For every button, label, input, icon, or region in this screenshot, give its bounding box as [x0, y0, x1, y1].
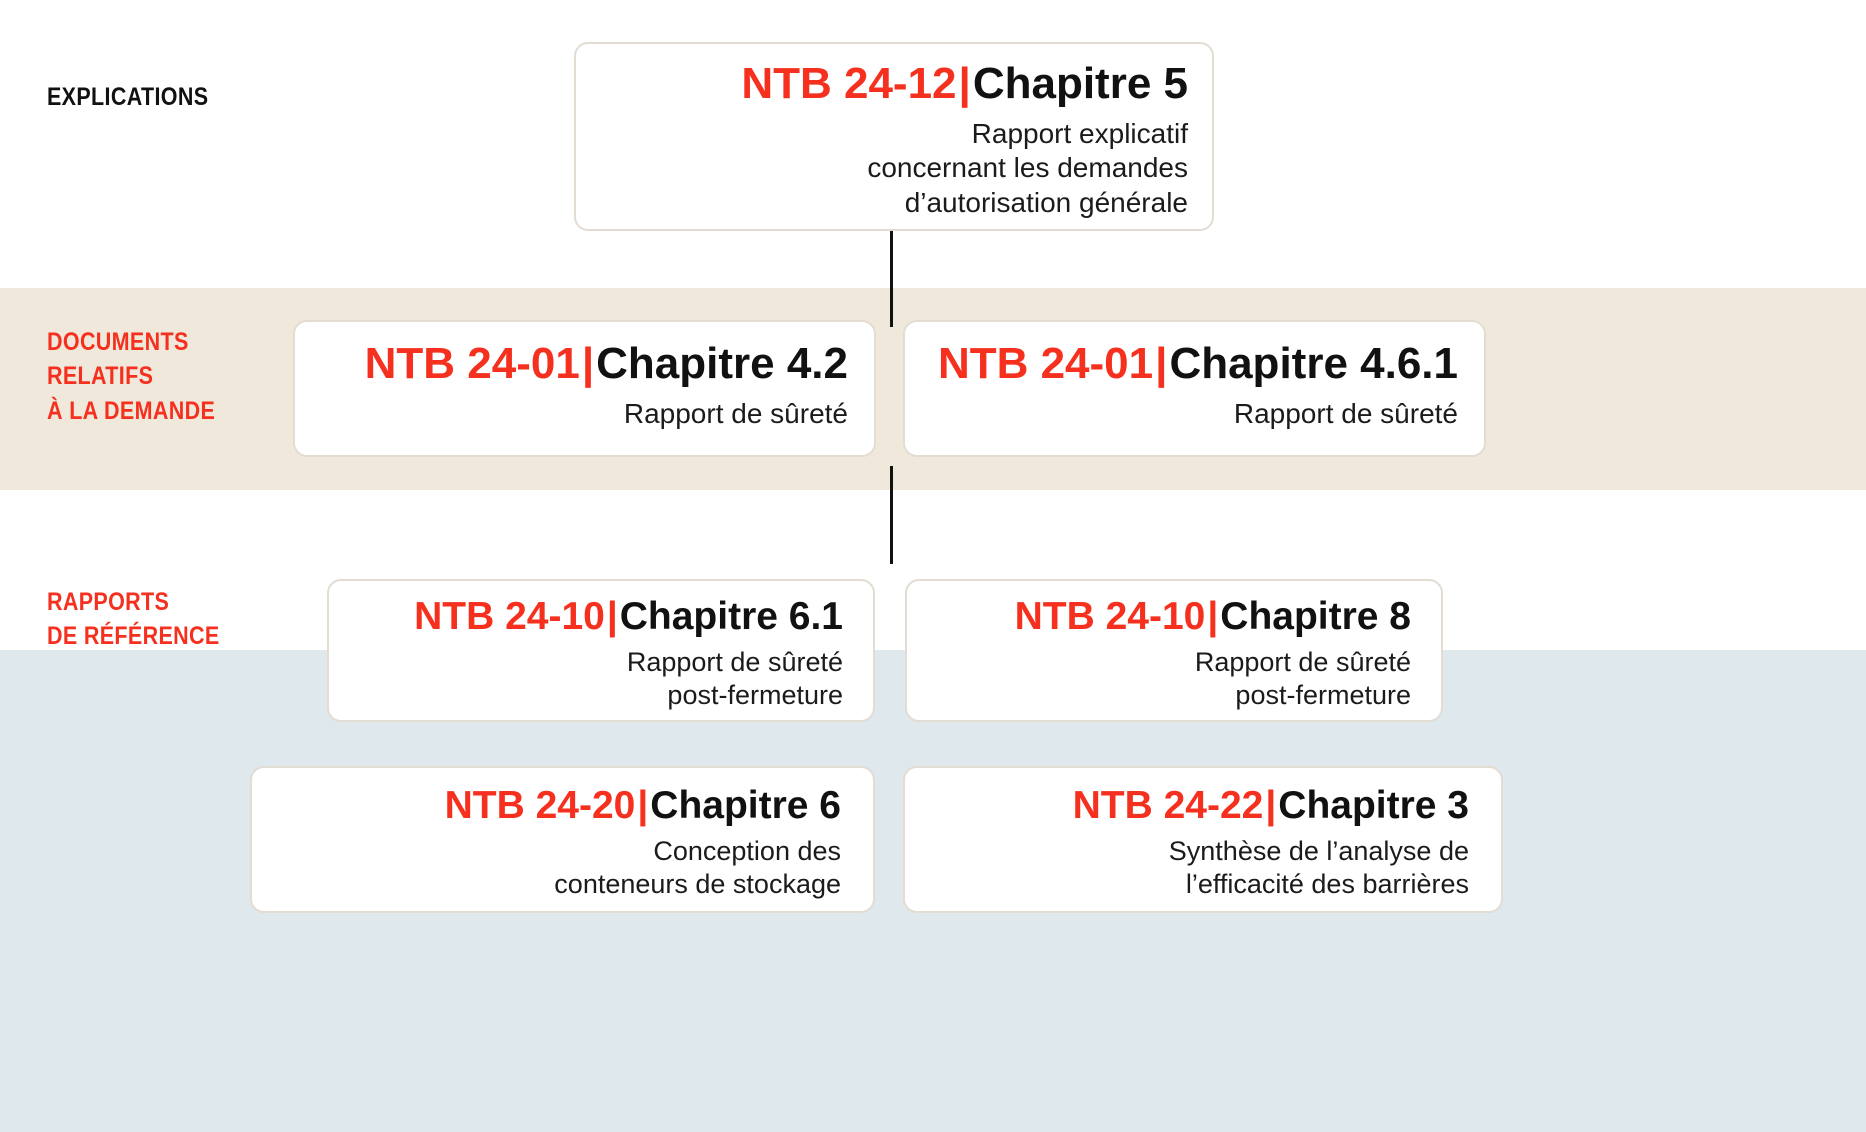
card-separator: |	[637, 784, 649, 827]
document-card-ntb-24-10-chapitre-8[interactable]: NTB 24-10|Chapitre 8 Rapport de sûreté p…	[905, 579, 1443, 722]
card-title: NTB 24-01|Chapitre 4.2	[364, 339, 848, 388]
card-separator: |	[1207, 595, 1219, 638]
card-content: NTB 24-01|Chapitre 4.6.1 Rapport de sûre…	[937, 339, 1458, 431]
section-label-line: RAPPORTS	[47, 588, 170, 616]
card-title: NTB 24-12|Chapitre 5	[741, 59, 1188, 108]
section-label-documents-relatifs: DOCUMENTS RELATIFS À LA DEMANDE	[47, 325, 215, 428]
card-subtitle: Rapport de sûreté post-fermeture	[626, 646, 843, 710]
card-subtitle: Synthèse de l’analyse de l’efficacité de…	[1168, 835, 1469, 899]
section-label-explications: EXPLICATIONS	[47, 80, 208, 114]
card-code: NTB 24-01	[937, 339, 1154, 388]
section-label-line: DOCUMENTS	[47, 328, 189, 356]
card-subtitle: Rapport de sûreté post-fermeture	[1194, 646, 1411, 710]
card-content: NTB 24-20|Chapitre 6 Conception des cont…	[444, 784, 841, 901]
card-code: NTB 24-12	[741, 59, 957, 108]
card-chapter: Chapitre 8	[1220, 595, 1411, 638]
section-label-rapports-de-reference: RAPPORTS DE RÉFÉRENCE	[47, 585, 220, 654]
card-chapter: Chapitre 5	[972, 59, 1188, 108]
connector-line-top	[890, 231, 893, 327]
card-subtitle: Rapport de sûreté	[1233, 398, 1458, 430]
card-title: NTB 24-01|Chapitre 4.6.1	[937, 339, 1458, 388]
document-card-ntb-24-22-chapitre-3[interactable]: NTB 24-22|Chapitre 3 Synthèse de l’analy…	[903, 766, 1503, 913]
section-label-line: EXPLICATIONS	[47, 83, 209, 111]
card-title: NTB 24-20|Chapitre 6	[444, 784, 841, 827]
card-chapter: Chapitre 6	[650, 784, 841, 827]
document-card-ntb-24-20-chapitre-6[interactable]: NTB 24-20|Chapitre 6 Conception des cont…	[250, 766, 875, 913]
card-title: NTB 24-22|Chapitre 3	[1072, 784, 1469, 827]
card-chapter: Chapitre 4.2	[596, 339, 848, 388]
document-card-ntb-24-12[interactable]: NTB 24-12|Chapitre 5 Rapport explicatif …	[574, 42, 1214, 231]
card-code: NTB 24-10	[1014, 595, 1206, 638]
card-content: NTB 24-10|Chapitre 6.1 Rapport de sûreté…	[414, 595, 843, 712]
card-content: NTB 24-12|Chapitre 5 Rapport explicatif …	[741, 59, 1188, 220]
card-separator: |	[1265, 784, 1277, 827]
card-title: NTB 24-10|Chapitre 6.1	[414, 595, 843, 638]
card-code: NTB 24-01	[364, 339, 580, 388]
section-label-line: RELATIFS	[47, 362, 154, 391]
card-chapter: Chapitre 4.6.1	[1169, 339, 1458, 388]
card-separator: |	[958, 59, 971, 108]
card-separator: |	[606, 595, 618, 638]
card-content: NTB 24-22|Chapitre 3 Synthèse de l’analy…	[1072, 784, 1469, 901]
card-chapter: Chapitre 3	[1278, 784, 1469, 827]
card-content: NTB 24-01|Chapitre 4.2 Rapport de sûreté	[364, 339, 848, 431]
card-title: NTB 24-10|Chapitre 8	[1014, 595, 1411, 638]
document-card-ntb-24-10-chapitre-6-1[interactable]: NTB 24-10|Chapitre 6.1 Rapport de sûreté…	[327, 579, 875, 722]
connector-line-bottom	[890, 466, 893, 564]
document-card-ntb-24-01-chapitre-4-6-1[interactable]: NTB 24-01|Chapitre 4.6.1 Rapport de sûre…	[903, 320, 1486, 457]
card-subtitle: Rapport de sûreté	[623, 398, 848, 430]
card-code: NTB 24-22	[1072, 784, 1264, 827]
section-label-line: DE RÉFÉRENCE	[47, 622, 220, 651]
card-code: NTB 24-20	[444, 784, 636, 827]
section-label-line: À LA DEMANDE	[47, 396, 216, 425]
card-subtitle: Conception des conteneurs de stockage	[554, 835, 841, 899]
card-separator: |	[1155, 339, 1168, 388]
card-subtitle: Rapport explicatif concernant les demand…	[867, 118, 1188, 218]
card-chapter: Chapitre 6.1	[619, 595, 843, 638]
card-content: NTB 24-10|Chapitre 8 Rapport de sûreté p…	[1014, 595, 1411, 712]
document-card-ntb-24-01-chapitre-4-2[interactable]: NTB 24-01|Chapitre 4.2 Rapport de sûreté	[293, 320, 876, 457]
card-separator: |	[581, 339, 595, 388]
card-code: NTB 24-10	[414, 595, 605, 638]
